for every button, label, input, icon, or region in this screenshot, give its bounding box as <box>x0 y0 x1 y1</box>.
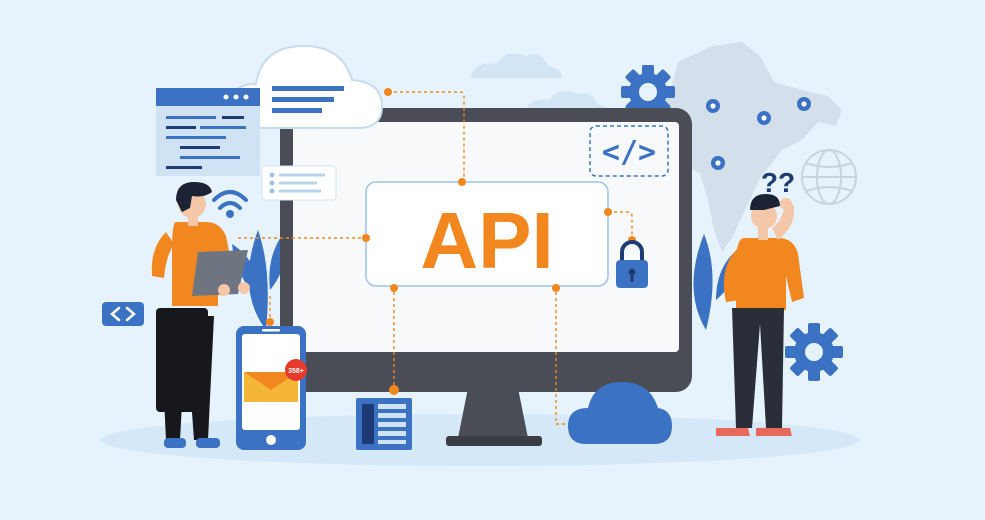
envelope-icon <box>244 372 298 402</box>
india-map <box>660 42 842 252</box>
notification-count: 358+ <box>288 368 304 375</box>
api-label: API <box>420 196 553 285</box>
notification-badge <box>285 359 307 381</box>
developer-person <box>151 182 250 448</box>
confused-person <box>716 194 804 436</box>
browser-window <box>156 88 260 176</box>
gear-icon <box>785 323 843 381</box>
list-panel <box>261 165 337 201</box>
monitor-stand <box>446 388 542 446</box>
code-tag-label: </> <box>602 135 656 170</box>
server-rack-icon <box>356 398 412 450</box>
wifi-icon <box>212 190 248 210</box>
decorative-leaves <box>232 230 742 330</box>
background-clouds <box>470 53 609 114</box>
code-tag-box <box>589 125 669 177</box>
question-marks: ?? <box>761 167 795 198</box>
globe-icon <box>801 149 857 205</box>
code-badge-icon <box>102 302 144 326</box>
gear-icon <box>621 65 675 119</box>
lock-icon <box>616 240 648 288</box>
cloud-icon <box>568 382 672 444</box>
